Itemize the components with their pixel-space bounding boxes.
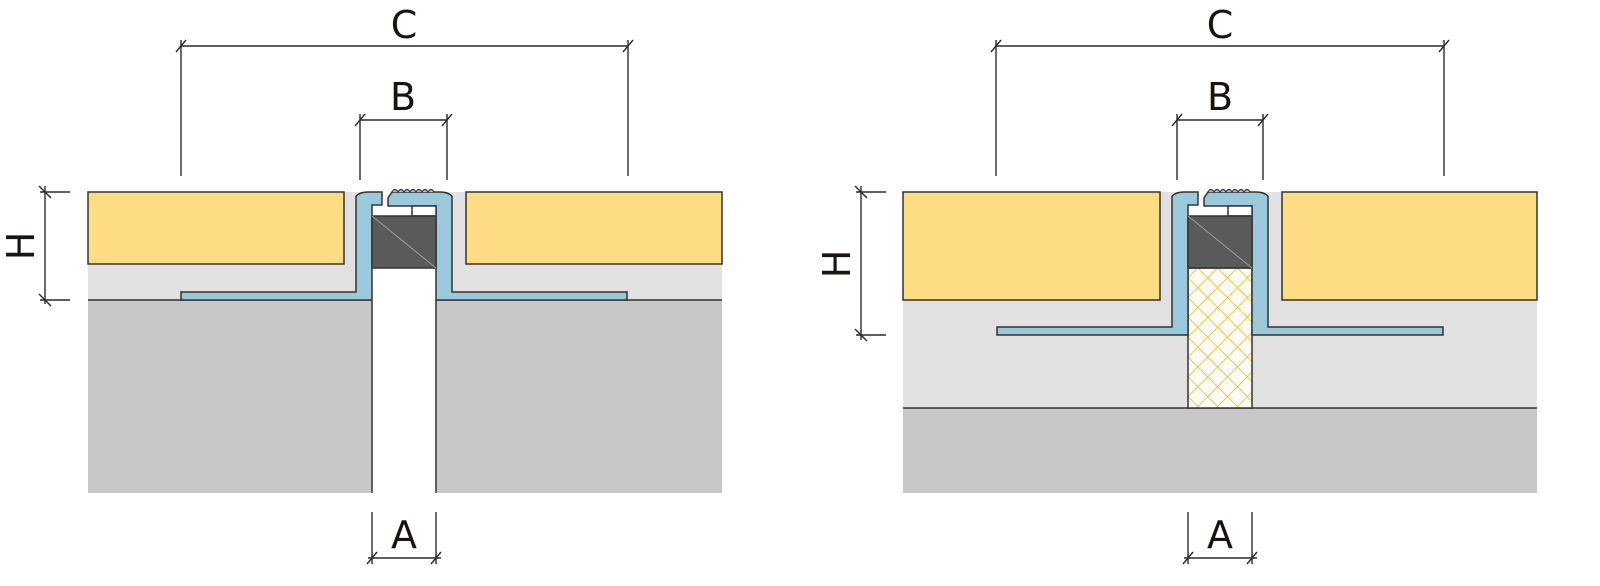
left-substrate [88,300,372,493]
right-serrated-cap-icon [1207,188,1251,194]
left-profile-left [180,191,383,301]
right-label-h: H [815,250,859,279]
left-label-b: B [390,75,416,119]
left-serrated-cap-icon [391,188,435,194]
right-panel: C B H A [815,3,1538,565]
left-tile-right [465,191,723,265]
left-label-a: A [391,513,417,557]
left-tile-left [87,191,345,265]
left-panel: C B H A [0,3,723,565]
left-substrate-right [436,300,722,493]
left-label-c: C [391,3,418,47]
right-label-c: C [1207,3,1234,47]
left-label-h: H [0,232,43,261]
right-tile-left [902,191,1161,301]
right-label-a: A [1207,513,1233,557]
right-substrate [903,408,1537,493]
right-joint-filler [1187,267,1253,409]
right-tile-right [1281,191,1538,301]
right-label-b: B [1207,75,1233,119]
right-profile-left [996,191,1199,336]
